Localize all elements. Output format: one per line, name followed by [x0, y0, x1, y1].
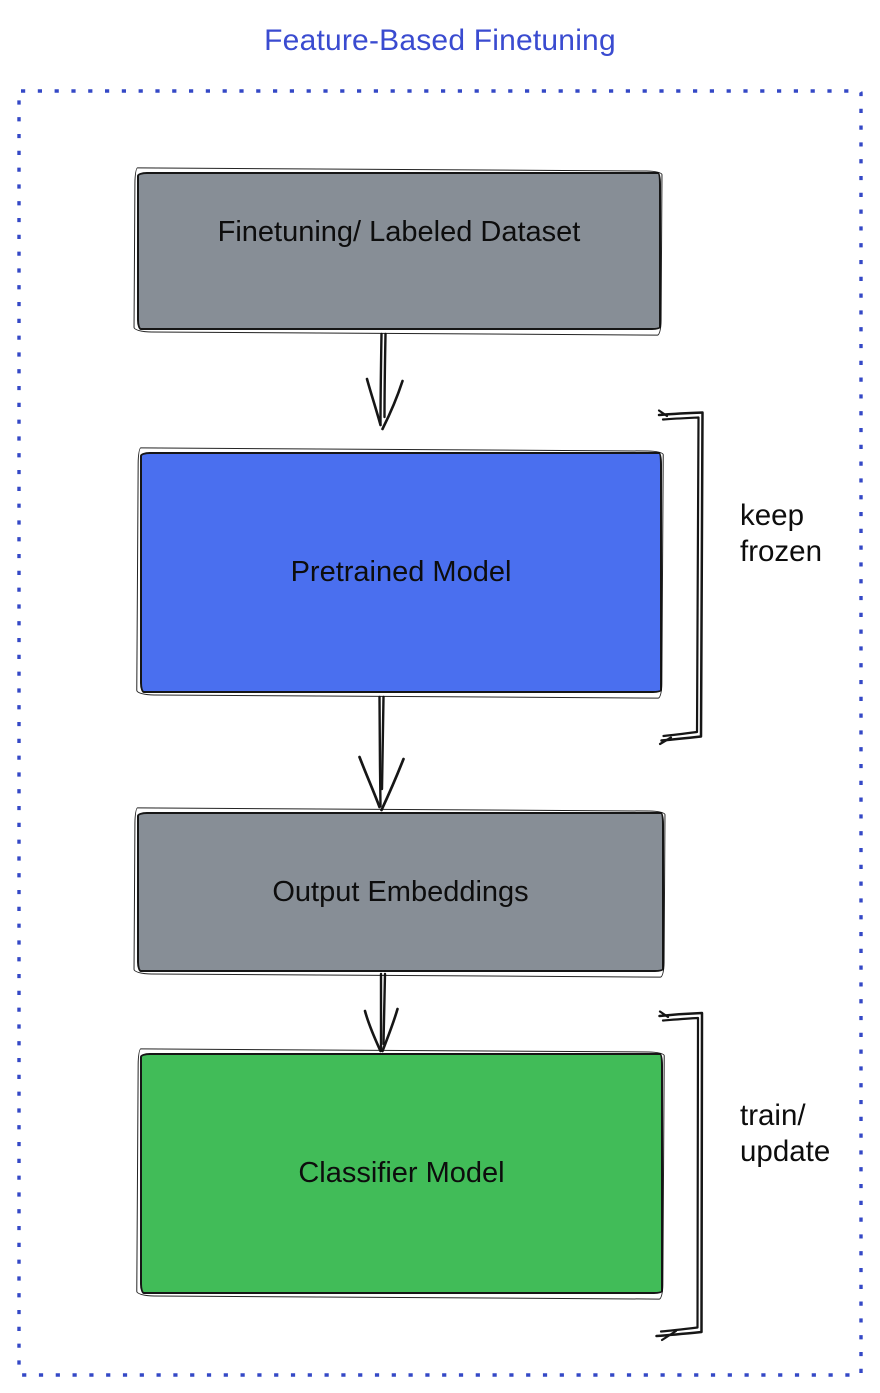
annotation-train-update: train/ update — [740, 1098, 830, 1170]
node-finetuning-dataset: Finetuning/ Labeled Dataset — [137, 172, 661, 330]
node-classifier-model-label: Classifier Model — [298, 1157, 505, 1189]
bracket-keep-frozen — [657, 409, 704, 746]
annotation-train-update-line1: train/ — [740, 1099, 806, 1132]
node-finetuning-dataset-label: Finetuning/ Labeled Dataset — [217, 215, 581, 248]
bracket-train-update — [655, 1010, 704, 1342]
arrow-pretrained-to-embeddings — [358, 695, 405, 812]
annotation-keep-frozen-line2: frozen — [740, 535, 822, 568]
node-pretrained-model: Pretrained Model — [140, 452, 662, 693]
annotation-train-update-line2: update — [740, 1135, 831, 1168]
arrow-dataset-to-pretrained — [365, 332, 404, 431]
node-pretrained-model-label: Pretrained Model — [290, 556, 512, 588]
diagram-title: Feature-Based Finetuning — [264, 24, 616, 57]
annotation-keep-frozen: keep frozen — [740, 498, 822, 570]
node-output-embeddings: Output Embeddings — [137, 812, 664, 972]
arrow-embeddings-to-classifier — [363, 972, 399, 1053]
node-output-embeddings-label: Output Embeddings — [272, 875, 529, 908]
node-classifier-model: Classifier Model — [140, 1053, 663, 1294]
annotation-keep-frozen-line1: keep — [740, 499, 804, 532]
